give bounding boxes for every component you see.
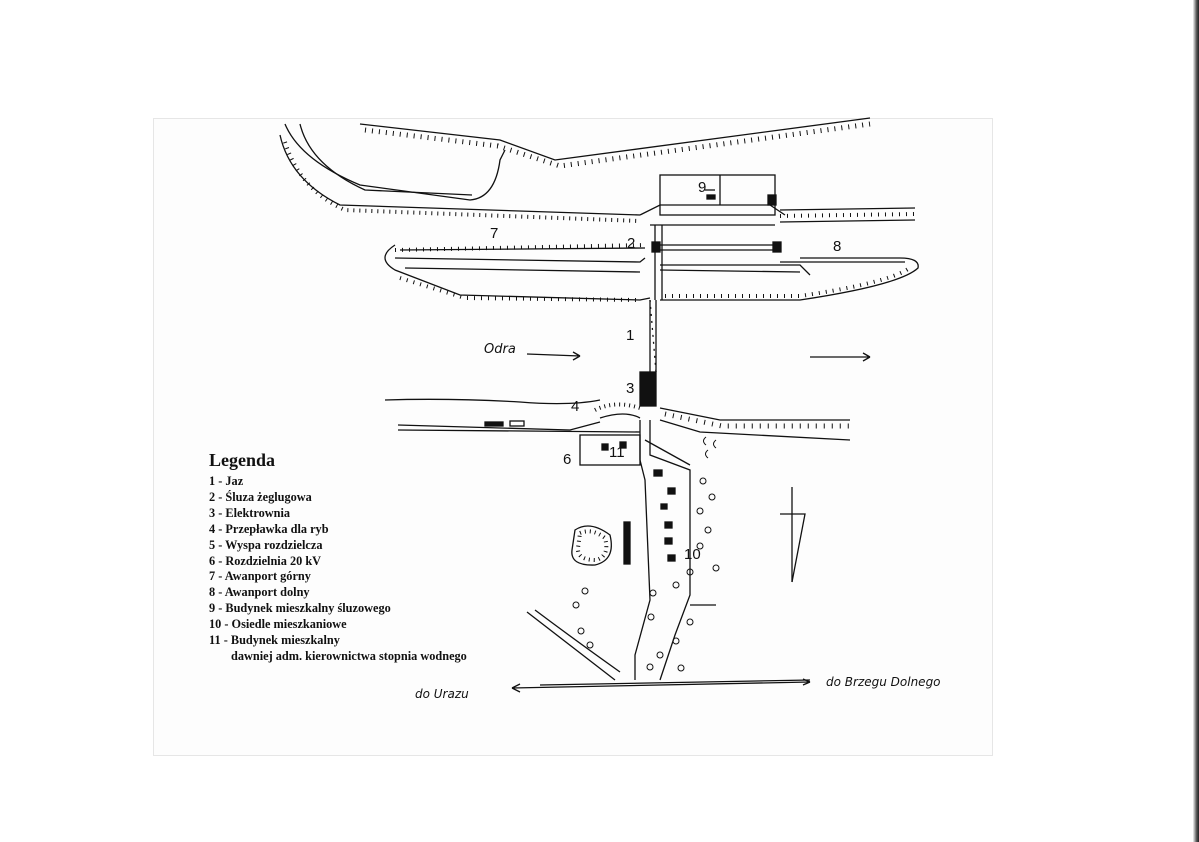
weir bbox=[649, 299, 657, 373]
scan-edge bbox=[1193, 0, 1199, 842]
label-1: 1 bbox=[626, 327, 634, 344]
legend-item: 4 - Przepławka dla ryb bbox=[209, 521, 329, 536]
label-9: 9 bbox=[698, 179, 706, 196]
distribution-block bbox=[623, 521, 631, 565]
legend-item: 8 - Awanport dolny bbox=[209, 585, 310, 600]
lower-avanport-island bbox=[660, 257, 919, 301]
main-road bbox=[511, 679, 811, 689]
legend-item: 1 - Jaz bbox=[209, 474, 244, 488]
south-bank bbox=[384, 398, 851, 441]
label-6: 6 bbox=[563, 451, 571, 468]
road-west-label: do Urazu bbox=[415, 687, 469, 701]
label-4: 4 bbox=[571, 398, 579, 415]
tree-icon bbox=[572, 436, 720, 672]
map-legend: Legenda 1 - Jaz 2 - Śluza żeglugowa 3 - … bbox=[209, 450, 539, 665]
east-embankment bbox=[779, 207, 916, 223]
legend-item: 6 - Rozdzielnia 20 kV bbox=[209, 553, 322, 568]
legend-title: Legenda bbox=[209, 450, 276, 470]
label-2: 2 bbox=[627, 235, 635, 252]
legend-item: 3 - Elektrownia bbox=[209, 505, 291, 520]
label-10: 10 bbox=[684, 546, 701, 563]
label-7: 7 bbox=[490, 225, 498, 242]
legend-item: 5 - Wyspa rozdzielcza bbox=[209, 537, 323, 552]
legend-item: 9 - Budynek mieszkalny śluzowego bbox=[209, 601, 391, 616]
flow-arrow-icon bbox=[526, 351, 581, 361]
flow-arrow-icon bbox=[810, 352, 871, 362]
legend-item: 11 - Budynek mieszkalny bbox=[209, 633, 340, 648]
settlement-10 bbox=[653, 469, 676, 562]
road-west-arrow bbox=[511, 683, 521, 693]
map-sheet bbox=[153, 118, 993, 756]
legend-item: 2 - Śluza żeglugowa bbox=[209, 489, 312, 504]
road-east-label: do Brzegu Dolnego bbox=[826, 675, 941, 689]
legend-item: 7 - Awanport górny bbox=[209, 569, 311, 584]
legend-item: 10 - Osiedle mieszkaniowe bbox=[209, 617, 347, 632]
label-3: 3 bbox=[626, 380, 634, 397]
label-11: 11 bbox=[609, 444, 625, 461]
upper-avanport-island bbox=[384, 243, 651, 302]
access-road bbox=[526, 420, 716, 681]
river-name: Odra bbox=[484, 342, 516, 357]
road-east-arrow bbox=[802, 678, 811, 686]
legend-item: dawniej adm. kierownictwa stopnia wodneg… bbox=[231, 648, 467, 663]
pond bbox=[571, 525, 612, 566]
power-plant bbox=[639, 371, 657, 407]
building-9-enclosure bbox=[659, 174, 777, 216]
north-arrow-icon bbox=[780, 487, 806, 583]
north-embankment bbox=[279, 117, 871, 223]
lock-chamber bbox=[639, 204, 811, 300]
label-8: 8 bbox=[833, 238, 841, 255]
